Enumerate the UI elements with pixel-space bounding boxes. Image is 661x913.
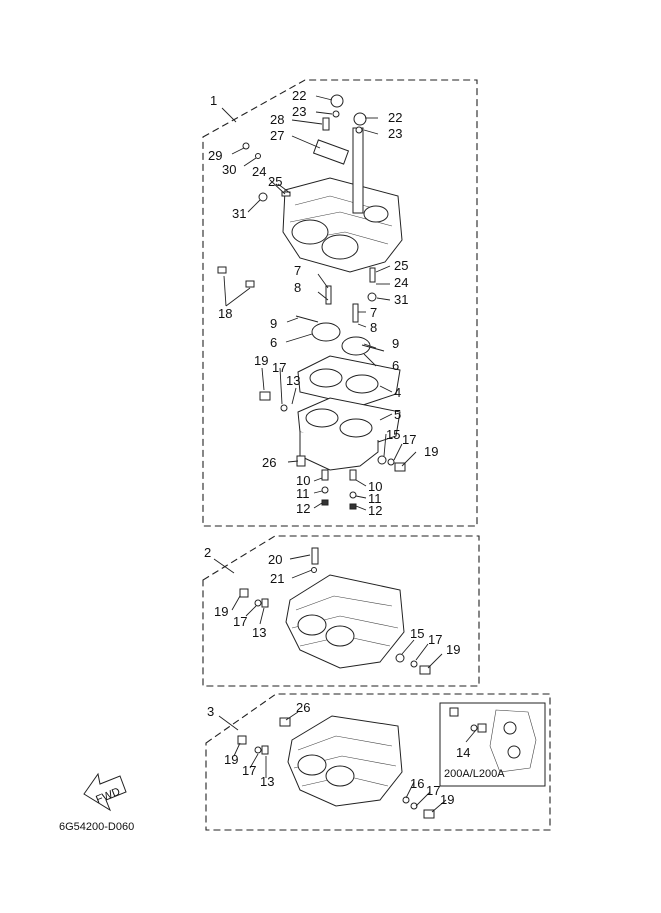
part-label: 12	[296, 501, 310, 516]
small-hardware-1	[217, 94, 406, 510]
part-label: 6	[270, 335, 277, 350]
part-label: 15	[386, 427, 400, 442]
middle-carburetor-body	[239, 547, 431, 675]
part-label: 24	[252, 164, 266, 179]
part-label: 8	[370, 320, 377, 335]
section-3-boundary	[205, 693, 551, 831]
part-label: 10	[368, 479, 382, 494]
part-label: 14	[456, 745, 470, 760]
part-label: 13	[252, 625, 266, 640]
part-label: 17	[272, 360, 286, 375]
part-label: 11	[368, 491, 382, 506]
group-label-3: 3	[207, 704, 214, 719]
part-label: 31	[394, 292, 408, 307]
part-label: 19	[446, 642, 460, 657]
part-label: 16	[410, 776, 424, 791]
part-label: 19	[254, 353, 268, 368]
part-label: 17	[426, 783, 440, 798]
part-label: 28	[270, 112, 284, 127]
section-1: 1	[202, 79, 478, 527]
part-label: 8	[294, 280, 301, 295]
part-label: 24	[394, 275, 408, 290]
part-label: 13	[260, 774, 274, 789]
part-label: 11	[296, 486, 310, 501]
section-2: 2 20 21 19 17 13	[202, 535, 480, 687]
part-label: 4	[394, 385, 401, 400]
part-label: 12	[368, 503, 382, 518]
part-label: 15	[410, 626, 424, 641]
part-label: 7	[294, 263, 301, 278]
part-label: 17	[402, 432, 416, 447]
section-1-boundary	[202, 79, 478, 527]
upper-carburetor-body	[282, 127, 403, 273]
part-label: 31	[232, 206, 246, 221]
leader-lines-2	[231, 554, 443, 669]
part-label: 9	[392, 336, 399, 351]
part-label: 19	[214, 604, 228, 619]
part-label: 23	[292, 104, 306, 119]
float-bowls	[297, 322, 401, 471]
leader-lines-3	[233, 711, 447, 813]
drawing-code: 6G54200-D060	[59, 821, 134, 833]
part-label: 13	[286, 373, 300, 388]
part-label: 26	[296, 700, 310, 715]
part-label: 26	[262, 455, 276, 470]
part-label: 10	[296, 473, 310, 488]
part-label: 23	[388, 126, 402, 141]
group-label-1: 1	[210, 93, 217, 108]
part-label: 9	[270, 316, 277, 331]
part-label: 17	[233, 614, 247, 629]
part-label: 19	[224, 752, 238, 767]
part-label: 30	[222, 162, 236, 177]
part-label: 29	[208, 148, 222, 163]
section-2-boundary	[202, 535, 480, 687]
part-label: 25	[394, 258, 408, 273]
lower-carburetor-body	[237, 715, 435, 819]
part-label: 25	[268, 174, 282, 189]
fwd-arrow: FWD	[83, 772, 127, 812]
part-label: 18	[218, 306, 232, 321]
part-label: 17	[242, 763, 256, 778]
inset-caption: 200A/L200A	[444, 768, 505, 780]
part-label: 22	[388, 110, 402, 125]
part-label: 5	[394, 407, 401, 422]
inset-200a-l200a: 14 200A/L200A	[439, 702, 546, 787]
section-3: 3	[205, 693, 551, 831]
part-label: 7	[370, 305, 377, 320]
part-label: 19	[440, 792, 454, 807]
part-label: 19	[424, 444, 438, 459]
part-label: 22	[292, 88, 306, 103]
part-label: 6	[392, 358, 399, 373]
part-label: 21	[270, 571, 284, 586]
part-label: 17	[428, 632, 442, 647]
part-label: 27	[270, 128, 284, 143]
part-label: 20	[268, 552, 282, 567]
group-label-2: 2	[204, 545, 211, 560]
leader-lines-1	[223, 95, 417, 511]
